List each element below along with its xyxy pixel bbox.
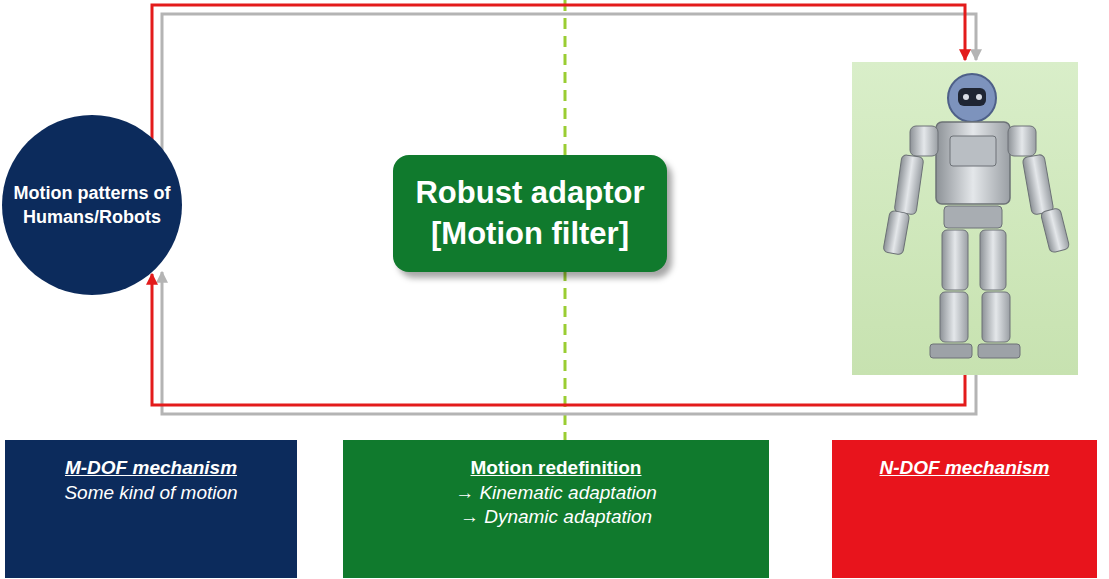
node-text: → Kinematic adaptation xyxy=(455,481,657,506)
adaptor-box: Robust adaptor [Motion filter] xyxy=(393,155,667,272)
mechanism-box: M-DOF mechanismSome kind of motion xyxy=(5,440,297,578)
robot-photo xyxy=(852,62,1078,375)
node-heading: Motion redefinition xyxy=(471,456,642,481)
node-heading: Robust adaptor [Motion filter] xyxy=(403,173,657,254)
redefinition-box: Motion redefinition→ Kinematic adaptatio… xyxy=(343,440,769,578)
node-heading: M-DOF mechanism xyxy=(65,456,237,481)
mechanism-box: N-DOF mechanism xyxy=(832,440,1097,578)
node-heading: N-DOF mechanism xyxy=(880,456,1050,481)
node-heading: Motion patterns of Humans/Robots xyxy=(12,181,172,230)
red-return-line xyxy=(152,274,965,405)
motion-circle: Motion patterns of Humans/Robots xyxy=(2,115,182,295)
node-text: → Dynamic adaptation xyxy=(460,505,652,530)
node-text: Some kind of motion xyxy=(64,481,237,506)
